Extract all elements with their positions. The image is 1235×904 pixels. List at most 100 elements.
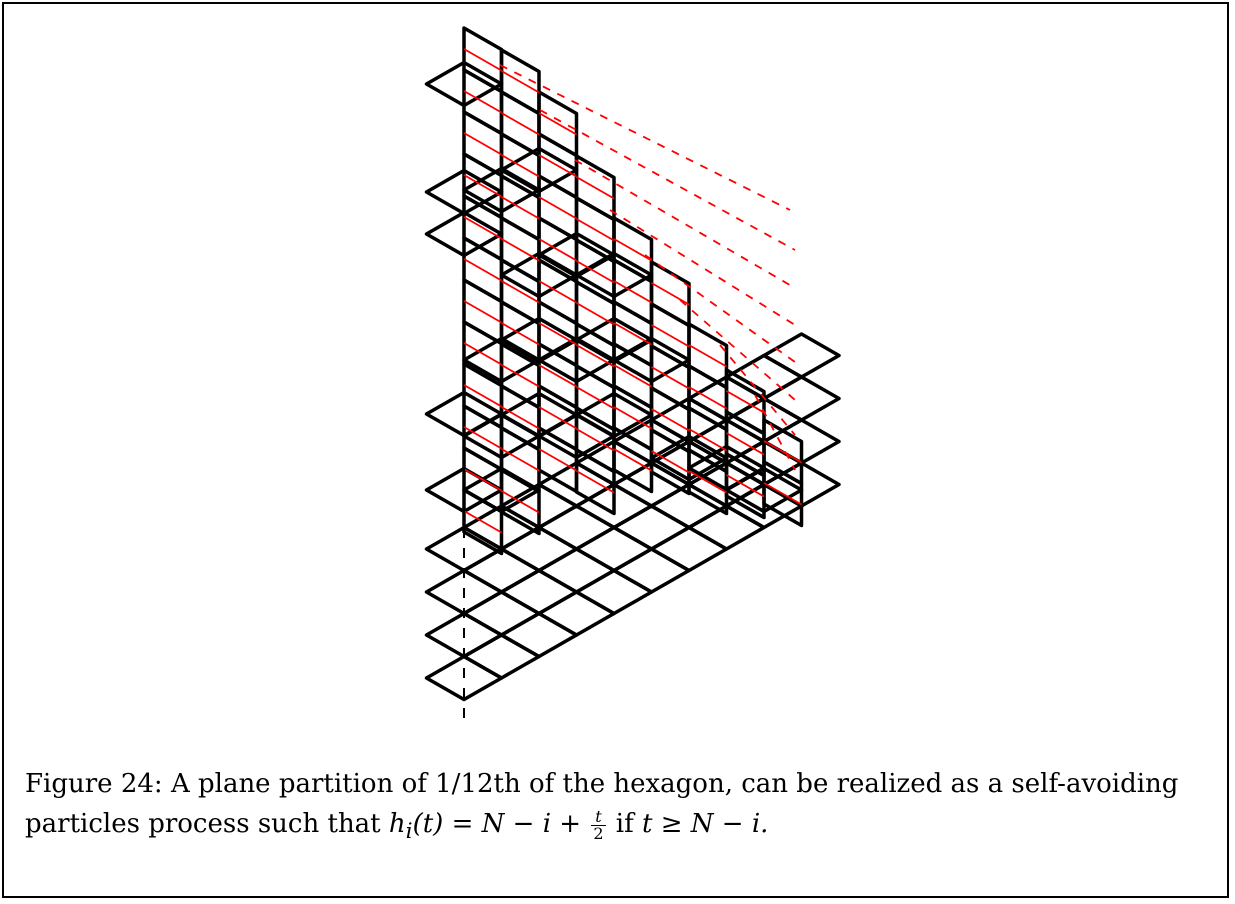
formula-condition: t ≥ N − i.: [642, 809, 769, 839]
vertical-lozenge: [612, 426, 654, 494]
particle-path-segment: [463, 258, 502, 282]
particle-path-segment: [538, 322, 577, 346]
particle-path-segment: [501, 322, 540, 346]
particle-asymptote-line: [499, 64, 791, 211]
particle-path-segment: [538, 406, 577, 430]
particle-asymptote-lines: [499, 64, 796, 471]
particle-path-segment: [613, 364, 652, 388]
particle-path-segment: [463, 48, 502, 72]
horizontal-lozenge: [499, 146, 579, 194]
horizontal-lozenge: [574, 568, 654, 616]
particle-path-segment: [538, 280, 577, 304]
particle-path-segment: [763, 440, 802, 464]
particle-asymptote-line: [539, 109, 796, 251]
particle-path-segment: [501, 364, 540, 388]
particle-path-segment: [538, 448, 577, 472]
fraction-numerator: t: [591, 808, 606, 826]
caption-line2-prefix: particles process such that: [25, 809, 381, 839]
particle-path-segment: [463, 426, 502, 450]
particle-path-segment: [501, 406, 540, 430]
caption-line-1: Figure 24: A plane partition of 1/12th o…: [25, 764, 1215, 804]
horizontal-lozenge: [762, 375, 841, 422]
formula-arg: (t) = N − i +: [412, 809, 590, 839]
particle-path-segment: [538, 364, 577, 388]
horizontal-lozenge: [424, 60, 504, 108]
particle-path-segment: [576, 386, 615, 410]
particle-path-segment: [726, 474, 765, 498]
particle-path-segment: [613, 448, 652, 472]
formula-lhs: h: [388, 809, 406, 839]
caption-line-2: particles process such that hi(t) = N − …: [25, 804, 1215, 852]
horizontal-lozenge: [612, 504, 691, 551]
particle-asymptote-line: [609, 209, 796, 326]
particle-asymptote-line: [719, 344, 796, 436]
horizontal-lozenge: [537, 590, 616, 637]
particle-path-segment: [576, 344, 615, 368]
particle-path-segment: [501, 70, 540, 94]
vertical-lozenge: [762, 460, 804, 528]
particle-path-segment: [501, 238, 540, 262]
horizontal-lozenge: [649, 525, 729, 573]
particle-path-segment: [576, 470, 615, 494]
horizontal-lozenge: [574, 525, 654, 573]
fraction-denominator: 2: [593, 823, 604, 843]
particle-path-segment: [576, 302, 615, 326]
particle-path-segment: [763, 482, 802, 506]
particle-path-segment: [651, 408, 690, 432]
vertical-lozenge: [574, 448, 616, 516]
particle-path-segment: [463, 90, 502, 114]
caption-label: Figure 24:: [25, 769, 163, 799]
rhombus-tiling: [424, 26, 841, 702]
particle-path-segment: [651, 282, 690, 306]
particle-path-segment: [651, 450, 690, 474]
particle-path-segment: [463, 384, 502, 408]
formula-if: if: [607, 809, 642, 839]
horizontal-lozenge: [462, 466, 541, 514]
particle-asymptote-line: [754, 394, 796, 471]
particle-path-segment: [463, 300, 502, 324]
particle-path-segment: [463, 510, 502, 534]
horizontal-lozenge: [537, 547, 616, 594]
particle-path-segment: [501, 490, 540, 514]
caption-line1-text: A plane partition of 1/12th of the hexag…: [170, 769, 1179, 799]
formula-subscript: i: [405, 819, 413, 845]
particle-path-segment: [538, 238, 577, 262]
particle-path-segment: [538, 196, 577, 220]
horizontal-lozenge: [424, 168, 504, 216]
particle-path-segment: [726, 432, 765, 456]
particle-path-segment: [463, 342, 502, 366]
particle-path-segment: [501, 448, 540, 472]
horizontal-lozenge: [612, 336, 691, 384]
particle-path-segment: [688, 428, 727, 452]
particle-asymptote-line: [574, 159, 796, 289]
particle-path-segment: [613, 322, 652, 346]
particle-path-segment: [651, 324, 690, 348]
particle-path-segment: [726, 390, 765, 414]
particle-path-segment: [501, 154, 540, 178]
particle-path-segment: [613, 238, 652, 262]
horizontal-lozenge: [499, 568, 579, 616]
horizontal-lozenge: [724, 466, 804, 514]
particle-path-segment: [576, 428, 615, 452]
particle-path-segment: [613, 406, 652, 430]
particle-path-segment: [576, 260, 615, 284]
particle-path-segment: [688, 344, 727, 368]
particle-path-segment: [501, 196, 540, 220]
particle-path-segments: [463, 48, 802, 534]
horizontal-lozenge: [462, 633, 541, 680]
horizontal-lozenge: [574, 251, 654, 299]
vertical-lozenge: [724, 452, 766, 520]
particle-path-segment: [613, 280, 652, 304]
horizontal-lozenge: [612, 547, 691, 594]
particle-path-segment: [538, 112, 577, 136]
particle-path-segment: [688, 386, 727, 410]
particle-path-segment: [576, 218, 615, 242]
particle-path-segment: [463, 216, 502, 240]
horizontal-lozenge: [649, 434, 729, 482]
particle-path-segment: [651, 366, 690, 390]
particle-path-segment: [501, 112, 540, 136]
figure-caption: Figure 24: A plane partition of 1/12th o…: [25, 764, 1215, 852]
horizontal-lozenge: [499, 611, 579, 659]
